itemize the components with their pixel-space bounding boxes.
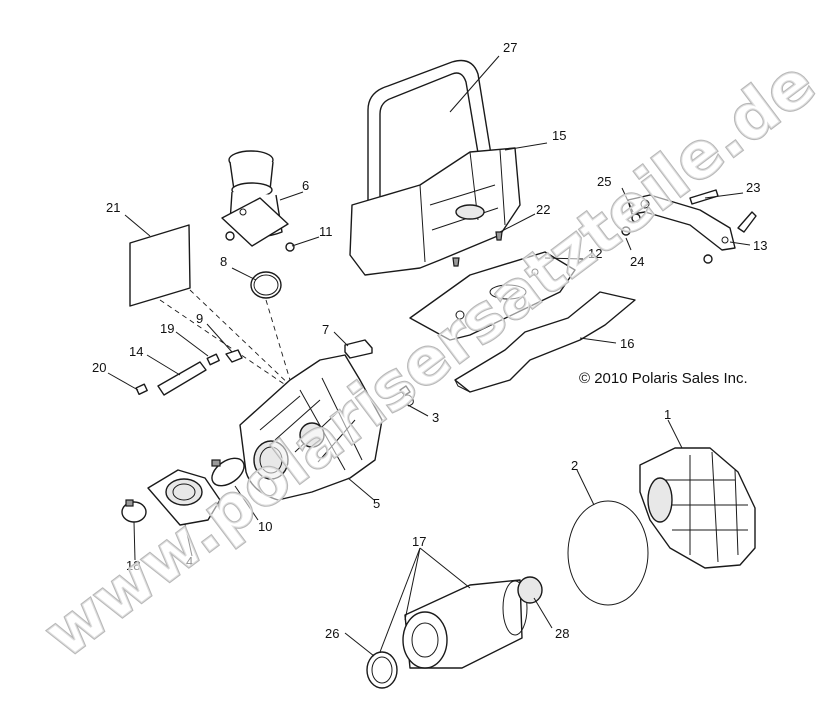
part-23-bolts: [689, 189, 757, 233]
part-20-clamp: [135, 383, 148, 396]
callout-3: 3: [432, 410, 439, 425]
part-16-pad: [454, 291, 636, 393]
part-2-oring: [567, 500, 649, 606]
part-11-screws: [225, 231, 295, 252]
callout-28: 28: [555, 626, 569, 641]
callout-12: 12: [588, 246, 602, 261]
callout-8: 8: [220, 254, 227, 269]
callout-5: 5: [373, 496, 380, 511]
callout-22: 22: [536, 202, 550, 217]
part-14-hose: [157, 361, 207, 396]
callout-9: 9: [196, 311, 203, 326]
part-5-airbox-housing: [239, 354, 411, 501]
callout-1: 1: [664, 407, 671, 422]
callout-10: 10: [258, 519, 272, 534]
part-10-clamp: [211, 457, 245, 487]
callout-18: 18: [126, 558, 140, 573]
part-28-cap: [517, 576, 543, 604]
part-3-clip: [401, 394, 414, 407]
watermark-text: www.polarisersatzteile.de: [31, 46, 829, 673]
callout-11: 11: [319, 224, 333, 239]
assembly-lines: [159, 289, 296, 391]
callout-19: 19: [160, 321, 174, 336]
callout-13: 13: [753, 238, 767, 253]
part-17-filter: [402, 579, 528, 669]
callout-24: 24: [630, 254, 644, 269]
callout-2: 2: [571, 458, 578, 473]
callout-21: 21: [106, 200, 120, 215]
part-6-intake-duct: [221, 150, 289, 247]
callout-labels: 27 15 22 12 16 23 13 24 25 6 11 8 21 7 9…: [92, 40, 767, 641]
callout-26: 26: [325, 626, 339, 641]
part-18-clamp: [121, 499, 147, 523]
callout-17: 17: [412, 534, 426, 549]
part-13-bracket: [627, 194, 736, 251]
part-19-clamp: [206, 353, 220, 366]
callout-14: 14: [129, 344, 143, 359]
part-9-elbow: [225, 349, 243, 363]
callout-23: 23: [746, 180, 760, 195]
part-25-nut: [631, 213, 641, 223]
part-1-airbox-cover: [639, 447, 756, 569]
part-26-ring: [366, 651, 398, 689]
leader-lines: [107, 55, 751, 657]
callout-6: 6: [302, 178, 309, 193]
callout-20: 20: [92, 360, 106, 375]
callout-7: 7: [322, 322, 329, 337]
part-21-label: [129, 224, 191, 307]
part-12-plate: [409, 251, 576, 341]
callout-25: 25: [597, 174, 611, 189]
callout-15: 15: [552, 128, 566, 143]
copyright-text: © 2010 Polaris Sales Inc.: [579, 370, 748, 387]
part-4-boot: [147, 469, 221, 526]
callout-4: 4: [186, 554, 193, 569]
part-8-oring: [250, 271, 282, 299]
callout-16: 16: [620, 336, 634, 351]
part-7-foam-block: [344, 339, 373, 359]
part-24-nuts: [621, 226, 713, 264]
callout-27: 27: [503, 40, 517, 55]
